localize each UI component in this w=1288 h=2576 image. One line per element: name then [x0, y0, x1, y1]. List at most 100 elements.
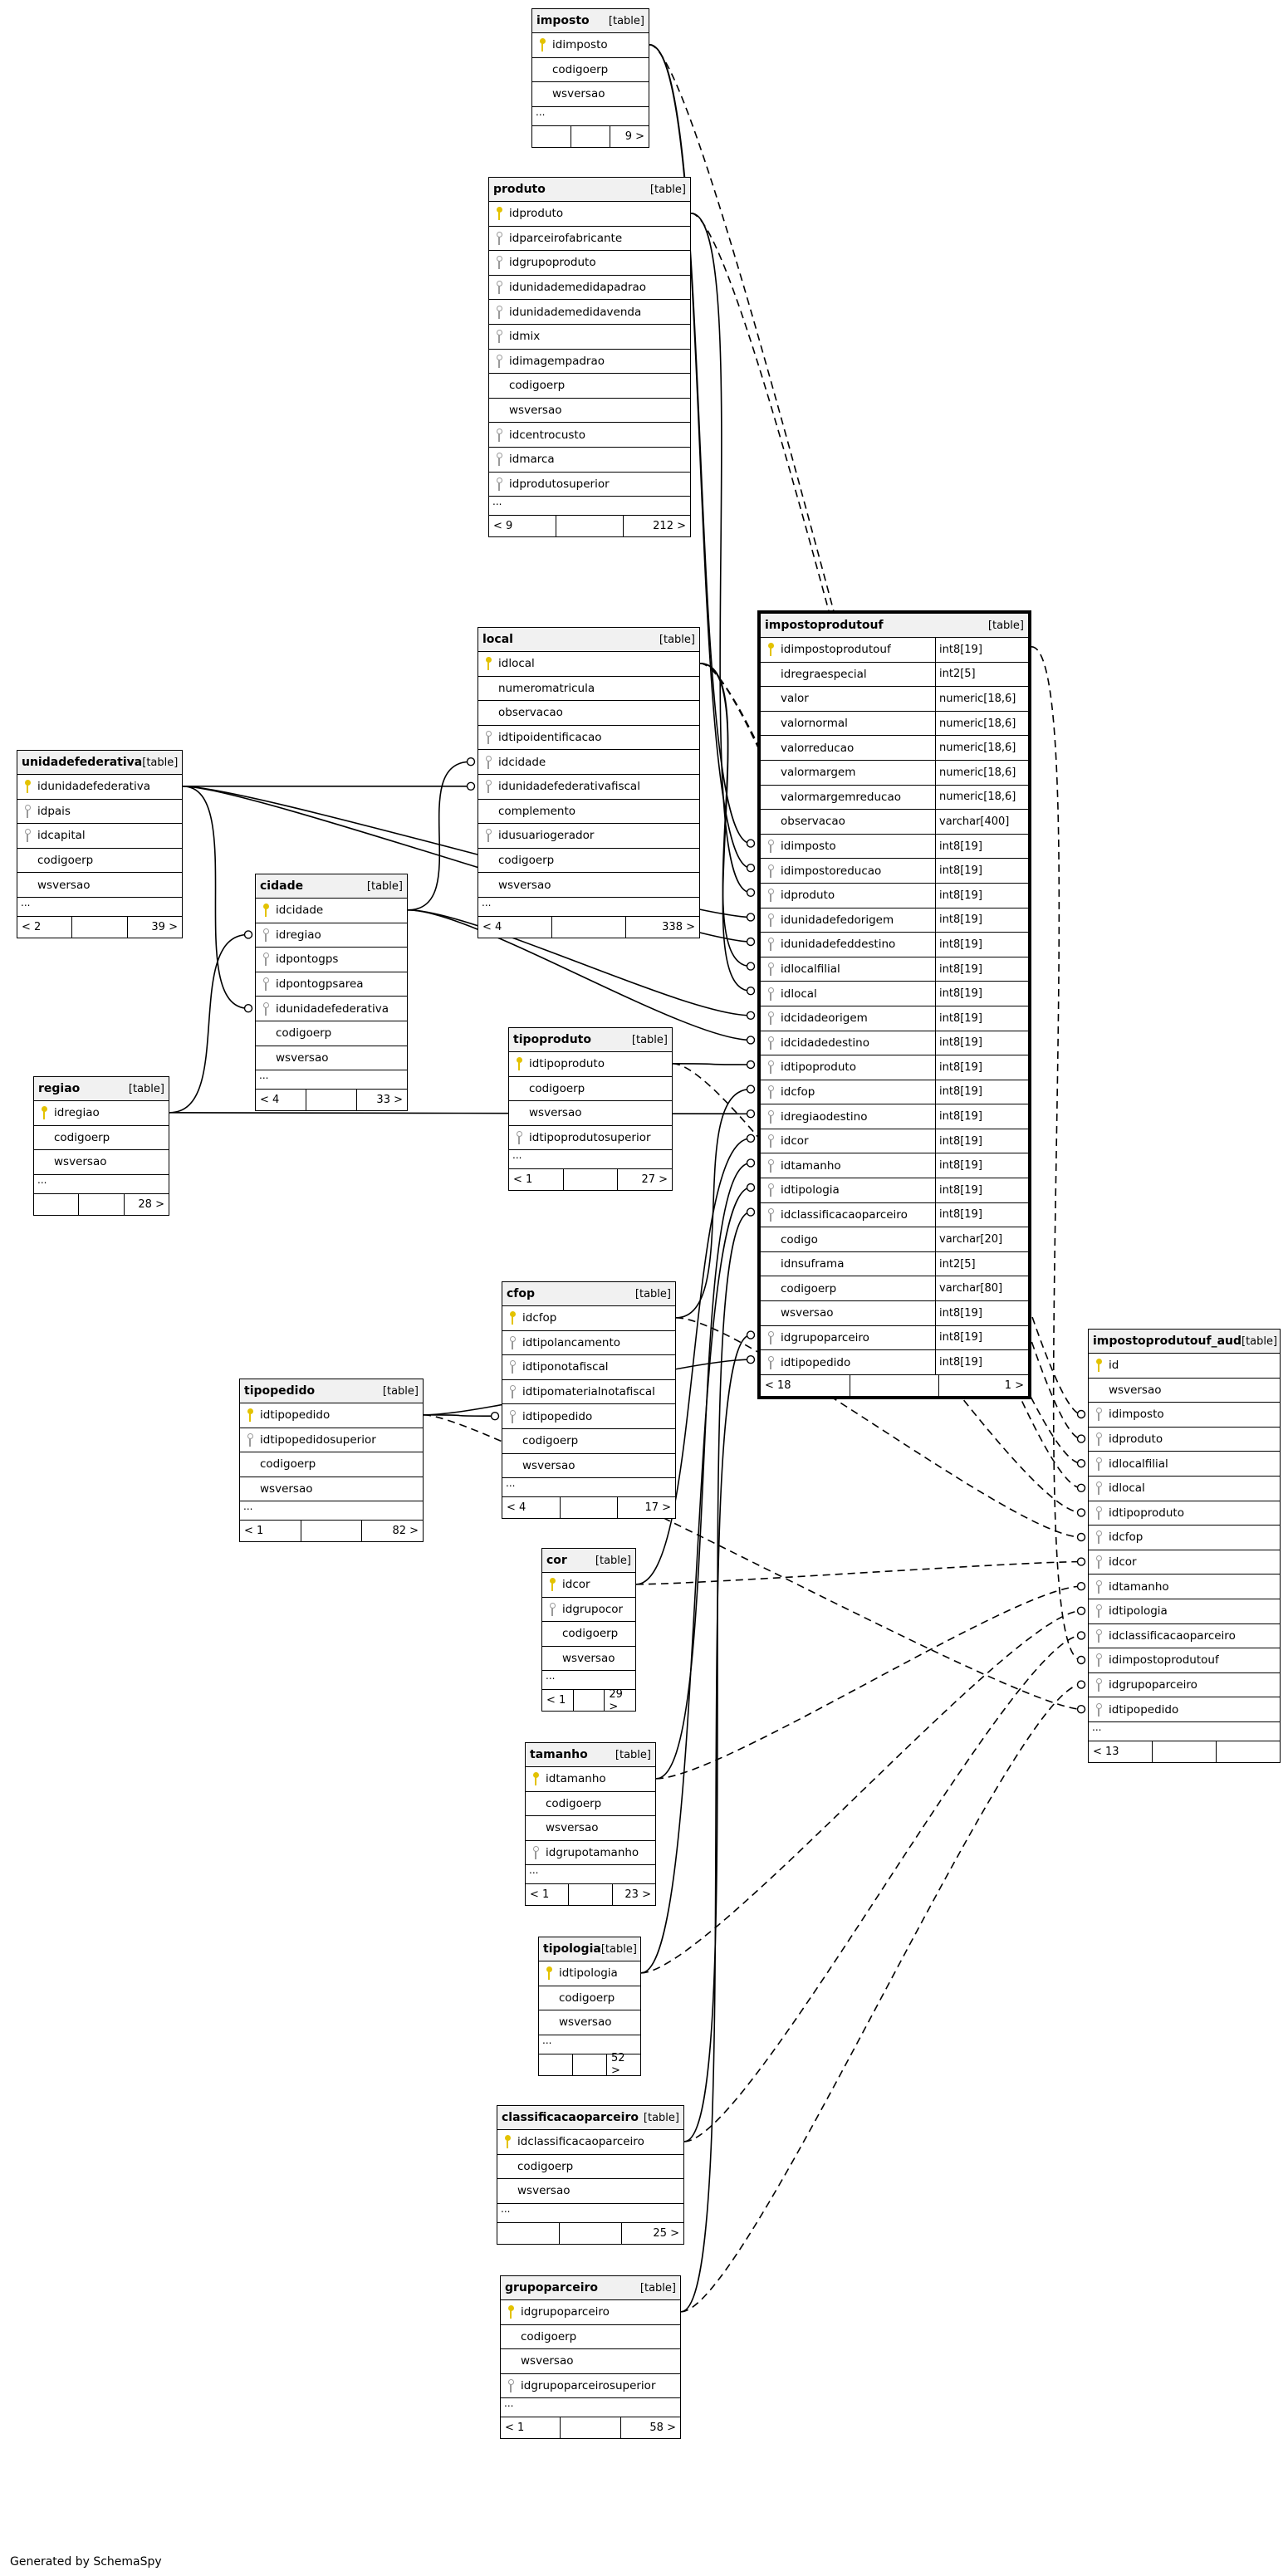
column-row[interactable]: idimposto	[532, 33, 649, 58]
column-row[interactable]: codigoerp	[526, 1792, 655, 1817]
column-row[interactable]: idtipologia	[1089, 1599, 1280, 1624]
column-row[interactable]: idregiao	[34, 1101, 169, 1126]
parents-count[interactable]: < 1	[530, 1888, 550, 1902]
column-row[interactable]: idimagempadrao	[489, 350, 690, 375]
column-row[interactable]: codigoerp	[34, 1126, 169, 1151]
column-row[interactable]: idcapital	[17, 824, 182, 849]
column-row[interactable]: codigoerp	[256, 1021, 407, 1046]
column-row[interactable]: idtipomaterialnotafiscal	[502, 1380, 675, 1405]
column-row[interactable]: idunidademedidavenda	[489, 300, 690, 325]
parents-count[interactable]	[497, 2223, 559, 2244]
column-row[interactable]: wsversao	[526, 1816, 655, 1841]
table-name[interactable]: tipopedido	[244, 1384, 316, 1398]
column-row[interactable]: idclassificacaoparceiro	[1089, 1624, 1280, 1649]
children-count[interactable]: 1 >	[1004, 1379, 1025, 1392]
column-row[interactable]: idtipopedido	[502, 1404, 675, 1429]
table-name[interactable]: regiao	[38, 1082, 81, 1095]
column-row[interactable]: codigoerp	[542, 1622, 635, 1647]
parents-count[interactable]: < 4	[260, 1094, 280, 1107]
column-row[interactable]: idunidadefederativafiscal	[478, 775, 699, 800]
column-row[interactable]: idgrupoparceiro	[1089, 1673, 1280, 1698]
column-row[interactable]: idimposto	[1089, 1403, 1280, 1428]
children-count[interactable]: 39 >	[151, 920, 178, 933]
column-row[interactable]: idtipolancamento	[502, 1331, 675, 1356]
table-name[interactable]: cor	[546, 1554, 567, 1567]
children-count[interactable]: 23 >	[624, 1888, 651, 1902]
column-row[interactable]: observacao	[478, 701, 699, 726]
children-count[interactable]: 212 >	[653, 520, 686, 533]
column-row[interactable]: idunidadefederativa	[256, 997, 407, 1021]
column-row[interactable]: codigoerp	[240, 1452, 423, 1477]
column-row[interactable]: idtamanho	[1089, 1574, 1280, 1599]
column-row[interactable]: idtipoidentificacao	[478, 726, 699, 751]
column-row[interactable]: idcfop	[1089, 1526, 1280, 1550]
table-name[interactable]: cfop	[507, 1287, 536, 1300]
parents-count[interactable]: < 1	[546, 1694, 566, 1707]
column-row[interactable]: wsversao	[532, 82, 649, 107]
column-row[interactable]: codigoerp	[502, 1429, 675, 1454]
column-row[interactable]: idpais	[17, 800, 182, 825]
children-count[interactable]: 338 >	[662, 920, 695, 933]
column-row[interactable]: id	[1089, 1354, 1280, 1379]
parents-count[interactable]: < 18	[765, 1379, 791, 1392]
children-count[interactable]: 82 >	[392, 1525, 419, 1538]
parents-count[interactable]: < 1	[244, 1525, 264, 1538]
column-row[interactable]: idlocal	[1089, 1477, 1280, 1501]
column-row[interactable]: idcidade	[478, 750, 699, 775]
column-row[interactable]: wsversao	[17, 873, 182, 898]
column-row[interactable]: idgrupocor	[542, 1598, 635, 1623]
children-count[interactable]: 27 >	[641, 1173, 668, 1187]
column-row[interactable]: wsversao	[509, 1101, 672, 1126]
parents-count[interactable]: < 4	[482, 920, 502, 933]
column-row[interactable]: idproduto	[489, 202, 690, 227]
column-row[interactable]: wsversao	[478, 873, 699, 898]
parents-count[interactable]: < 1	[505, 2422, 525, 2435]
column-row[interactable]: idunidadefederativa	[17, 775, 182, 800]
table-name[interactable]: tipoproduto	[513, 1033, 591, 1046]
column-row[interactable]: idimpostoprodutouf	[1089, 1648, 1280, 1673]
parents-count[interactable]: < 13	[1093, 1745, 1119, 1758]
column-row[interactable]: idgrupoparceirosuperior	[501, 2374, 680, 2399]
column-row[interactable]: idtipoproduto	[509, 1052, 672, 1077]
children-count[interactable]: 9 >	[624, 130, 644, 143]
column-row[interactable]: idusuariogerador	[478, 824, 699, 849]
column-row[interactable]: idtipopedidosuperior	[240, 1428, 423, 1453]
children-count[interactable]: 33 >	[376, 1094, 403, 1107]
column-row[interactable]: idprodutosuperior	[489, 473, 690, 497]
column-row[interactable]: idtipologia	[539, 1961, 640, 1986]
column-row[interactable]: idcfop	[502, 1306, 675, 1331]
column-row[interactable]: idgrupoparceiro	[501, 2300, 680, 2325]
children-count[interactable]: 28 >	[138, 1197, 164, 1211]
children-count[interactable]: 17 >	[644, 1501, 672, 1515]
column-row[interactable]: idregiao	[256, 923, 407, 948]
children-count[interactable]: 25 >	[653, 2226, 679, 2240]
children-count[interactable]	[1217, 1741, 1280, 1762]
column-row[interactable]: idcor	[1089, 1550, 1280, 1575]
column-row[interactable]: numeromatricula	[478, 677, 699, 702]
column-row[interactable]: wsversao	[542, 1647, 635, 1672]
children-count[interactable]: 29 >	[609, 1687, 623, 1713]
column-row[interactable]: codigoerp	[539, 1986, 640, 2011]
table-name[interactable]: cidade	[260, 879, 304, 893]
table-name[interactable]: impostoprodutouf_aud	[1093, 1335, 1242, 1348]
column-row[interactable]: wsversao	[501, 2349, 680, 2374]
